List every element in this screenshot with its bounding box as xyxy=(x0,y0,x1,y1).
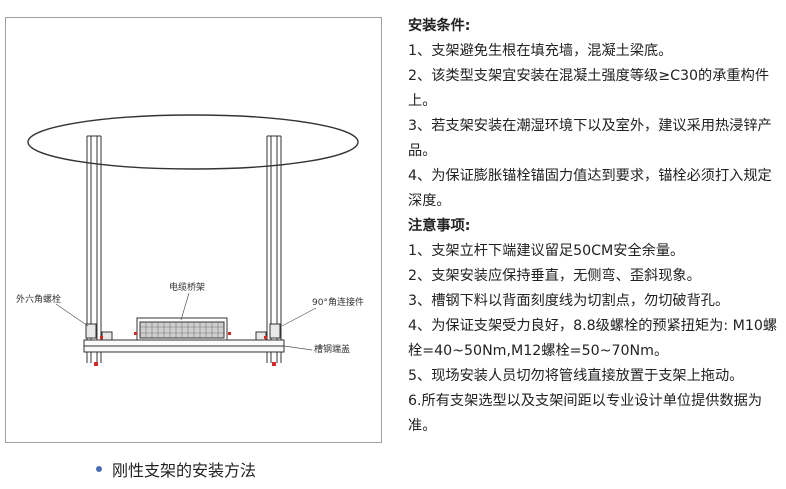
leader-cable-tray xyxy=(180,292,190,321)
notes-heading: 注意事项: xyxy=(408,218,471,234)
install-condition-item: 1、支架避免生根在填充墙，混凝土梁底。 xyxy=(408,43,673,59)
label-cable-tray: 电缆桥架 xyxy=(169,281,205,293)
cable-tray xyxy=(136,317,228,341)
leader-angle-connector xyxy=(281,307,317,327)
figure-caption: 刚性支架的安装方法 xyxy=(96,457,256,481)
support-drawing: 电缆桥架 外六角螺栓 90°角连接件 槽钢端盖 xyxy=(16,114,364,366)
note-item: 2、支架安装应保持垂直，无侧弯、歪斜现象。 xyxy=(408,268,701,284)
note-item: 3、槽钢下料以背面刻度线为切割点，勿切破背孔。 xyxy=(408,293,730,309)
leader-hex-bolt xyxy=(55,303,89,327)
install-condition-item: 3、若支架安装在潮湿环境下以及室外，建议采用热浸锌产品。 xyxy=(408,118,772,159)
label-angle-connector: 90°角连接件 xyxy=(312,296,364,308)
red-end-caps xyxy=(94,332,276,366)
install-condition-item: 4、为保证膨胀锚栓锚固力值达到要求，锚栓必须打入规定深度。 xyxy=(408,168,772,209)
support-diagram: 电缆桥架 外六角螺栓 90°角连接件 槽钢端盖 xyxy=(5,17,382,443)
label-channel-cap: 槽钢端盖 xyxy=(314,343,350,355)
note-item: 4、为保证支架受力良好，8.8级螺栓的预紧扭矩为: M10螺栓=40~50Nm,… xyxy=(408,318,778,359)
bullet-dot xyxy=(96,466,102,472)
text-panel: 安装条件: 1、支架避免生根在填充墙，混凝土梁底。 2、该类型支架宜安装在混凝土… xyxy=(408,14,782,439)
note-item: 6.所有支架选型以及支架间距以专业设计单位提供数据为准。 xyxy=(408,393,763,434)
top-ellipse xyxy=(27,114,359,170)
leader-channel-cap xyxy=(283,345,313,351)
install-condition-item: 2、该类型支架宜安装在混凝土强度等级≥C30的承重构件上。 xyxy=(408,68,770,109)
caption-text: 刚性支架的安装方法 xyxy=(112,461,257,480)
note-item: 1、支架立杆下端建议留足50CM安全余量。 xyxy=(408,243,685,259)
note-item: 5、现场安装人员切勿将管线直接放置于支架上拖动。 xyxy=(408,368,744,384)
channel-crossbar xyxy=(83,339,285,353)
install-conditions-heading: 安装条件: xyxy=(408,18,471,34)
label-hex-bolt: 外六角螺栓 xyxy=(16,293,61,305)
